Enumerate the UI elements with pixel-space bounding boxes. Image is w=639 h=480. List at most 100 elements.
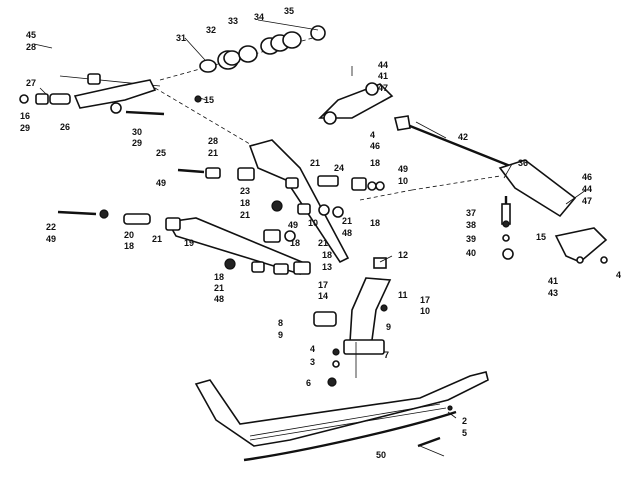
- callout-label: 47: [582, 196, 592, 206]
- callout-label: 18: [240, 198, 250, 208]
- callout-label: 4: [310, 344, 315, 354]
- callout-label: 21: [310, 158, 320, 168]
- callout-label: 10: [308, 218, 318, 228]
- callout-label: 17: [420, 295, 430, 305]
- spacer-part: [35, 93, 49, 105]
- callout-label: 9: [386, 322, 391, 332]
- bushing-part: [87, 73, 101, 85]
- callout-label: 30: [132, 127, 142, 137]
- ski-part: [194, 371, 489, 447]
- callout-label: 33: [228, 16, 238, 26]
- callout-label: 39: [466, 234, 476, 244]
- callout-label: 49: [398, 164, 408, 174]
- callout-label: 49: [156, 178, 166, 188]
- shock-body-part: [73, 79, 157, 109]
- callout-label: 46: [370, 141, 380, 151]
- spring-stack: [199, 25, 326, 73]
- callout-label: 13: [322, 262, 332, 272]
- nut-part: [194, 95, 202, 103]
- callout-label: 50: [376, 450, 386, 460]
- callout-label: 21: [214, 283, 224, 293]
- callout-label: 21: [208, 148, 218, 158]
- lower-a-arm: [57, 209, 311, 276]
- callout-label: 47: [378, 83, 388, 93]
- callout-label: 28: [208, 136, 218, 146]
- bushing-part: [110, 102, 122, 114]
- callout-label: 9: [278, 330, 283, 340]
- callout-label: 26: [60, 122, 70, 132]
- callout-label: 42: [458, 132, 468, 142]
- callout-label: 49: [288, 220, 298, 230]
- callout-label: 41: [378, 71, 388, 81]
- callout-label: 6: [306, 378, 311, 388]
- leader-lines: [33, 19, 587, 457]
- callout-label: 41: [548, 276, 558, 286]
- right-hardware: [501, 196, 608, 264]
- callout-label: 18: [290, 238, 300, 248]
- callout-label: 23: [240, 186, 250, 196]
- callout-label: 10: [398, 176, 408, 186]
- callout-label: 18: [370, 158, 380, 168]
- callout-label: 45: [26, 30, 36, 40]
- callout-label: 44: [582, 184, 592, 194]
- callout-label: 43: [548, 288, 558, 298]
- callout-label: 48: [214, 294, 224, 304]
- a-arm-part: [248, 139, 350, 264]
- arm-part: [554, 227, 608, 263]
- callout-label: 11: [398, 290, 408, 300]
- callout-label: 12: [398, 250, 408, 260]
- callout-label: 25: [156, 148, 166, 158]
- callout-label: 5: [462, 428, 467, 438]
- callout-label: 4: [370, 130, 375, 140]
- callout-label: 18: [322, 250, 332, 260]
- callout-label: 27: [26, 78, 36, 88]
- callout-label: 3: [310, 357, 315, 367]
- callout-label: 18: [370, 218, 380, 228]
- callout-label: 24: [334, 163, 344, 173]
- callout-label: 35: [284, 6, 294, 16]
- callout-label: 29: [132, 138, 142, 148]
- callout-label: 32: [206, 25, 216, 35]
- callout-labels: 45 28 31 32 33 34 35 27 16 29 26 15 30 2…: [20, 6, 621, 460]
- steering-arm-assembly: [318, 66, 577, 218]
- callout-label: 15: [536, 232, 546, 242]
- callout-label: 21: [152, 234, 162, 244]
- callout-label: 14: [318, 291, 328, 301]
- callout-label: 18: [214, 272, 224, 282]
- callout-label: 8: [278, 318, 283, 328]
- callout-label: 17: [318, 280, 328, 290]
- callout-label: 29: [20, 123, 30, 133]
- upper-a-arm: [177, 139, 385, 264]
- callout-label: 21: [318, 238, 328, 248]
- callout-label: 28: [26, 42, 36, 52]
- callout-label: 48: [342, 228, 352, 238]
- callout-label: 16: [20, 111, 30, 121]
- callout-label: 21: [240, 210, 250, 220]
- callout-label: 37: [466, 208, 476, 218]
- callout-label: 49: [46, 234, 56, 244]
- callout-label: 4: [616, 270, 621, 280]
- callout-label: 46: [582, 172, 592, 182]
- washer-part: [19, 94, 29, 104]
- callout-label: 38: [466, 220, 476, 230]
- callout-label: 18: [124, 241, 134, 251]
- callout-label: 22: [46, 222, 56, 232]
- callout-label: 40: [466, 248, 476, 258]
- shock-absorber-assembly: [19, 35, 321, 151]
- callout-label: 36: [518, 158, 528, 168]
- callout-label: 19: [184, 238, 194, 248]
- callout-label: 15: [204, 95, 214, 105]
- sleeve-part: [49, 93, 71, 105]
- callout-label: 20: [124, 230, 134, 240]
- callout-label: 2: [462, 416, 467, 426]
- tie-rod-end-part: [498, 159, 577, 218]
- callout-label: 34: [254, 12, 264, 22]
- ski: [194, 371, 489, 462]
- callout-label: 31: [176, 33, 186, 43]
- callout-label: 10: [420, 306, 430, 316]
- callout-label: 7: [384, 350, 389, 360]
- spindle-assembly: [313, 257, 392, 387]
- callout-label: 21: [342, 216, 352, 226]
